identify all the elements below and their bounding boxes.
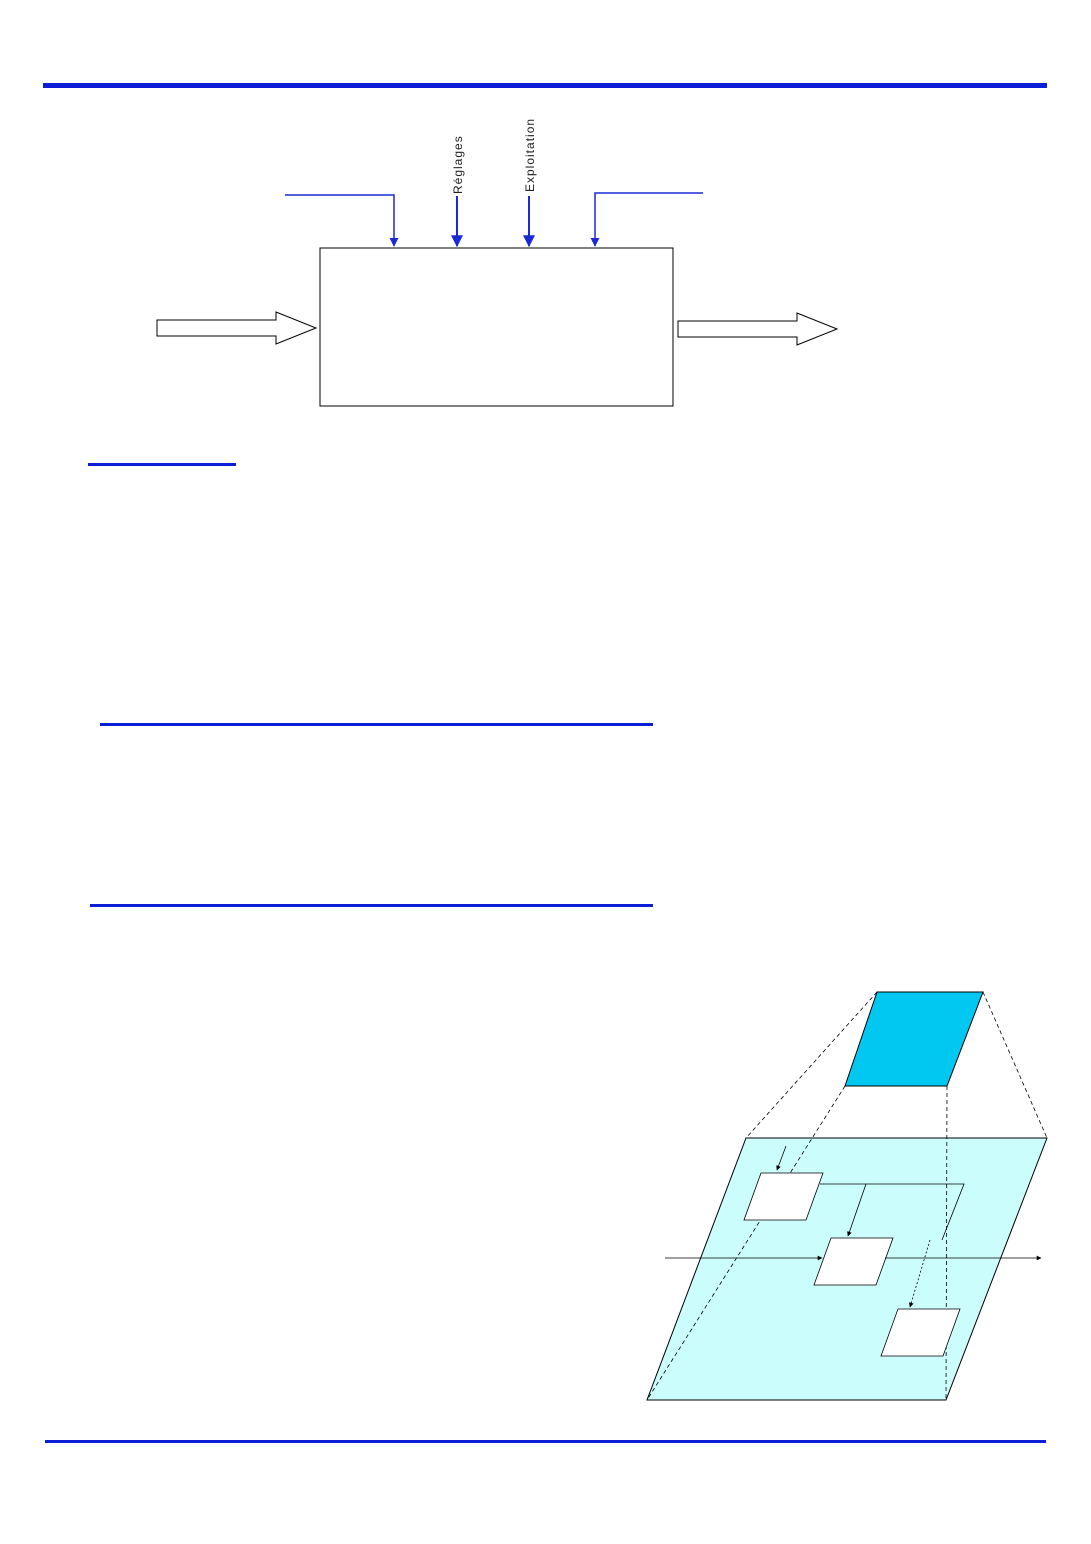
section-underline-short bbox=[88, 463, 236, 466]
bottom-rule bbox=[45, 1440, 1046, 1443]
projection-line bbox=[745, 991, 878, 1139]
function-block-diagram: Réglages Exploitation bbox=[156, 118, 839, 407]
link-arrow bbox=[847, 1183, 867, 1237]
parent-function-box bbox=[844, 991, 984, 1087]
link-line bbox=[820, 1183, 965, 1241]
sub-function-box-1 bbox=[743, 1172, 824, 1221]
control-arrow-4 bbox=[590, 192, 703, 247]
entry-arrow bbox=[776, 1145, 787, 1171]
top-rule bbox=[43, 83, 1047, 88]
projection-line bbox=[646, 1085, 846, 1401]
section-underline-1 bbox=[100, 723, 653, 726]
function-box bbox=[319, 247, 674, 407]
settings-label: Réglages bbox=[451, 135, 465, 194]
sub-function-box-3 bbox=[880, 1308, 961, 1357]
decomposition-diagram bbox=[646, 991, 1048, 1401]
sub-function-box-2 bbox=[813, 1237, 894, 1286]
operation-label: Exploitation bbox=[523, 118, 537, 192]
input-arrow bbox=[156, 311, 318, 345]
output-arrow bbox=[677, 312, 839, 346]
projection-line bbox=[982, 991, 1048, 1139]
section-underline-2 bbox=[90, 904, 653, 907]
control-arrow-1 bbox=[285, 194, 399, 247]
